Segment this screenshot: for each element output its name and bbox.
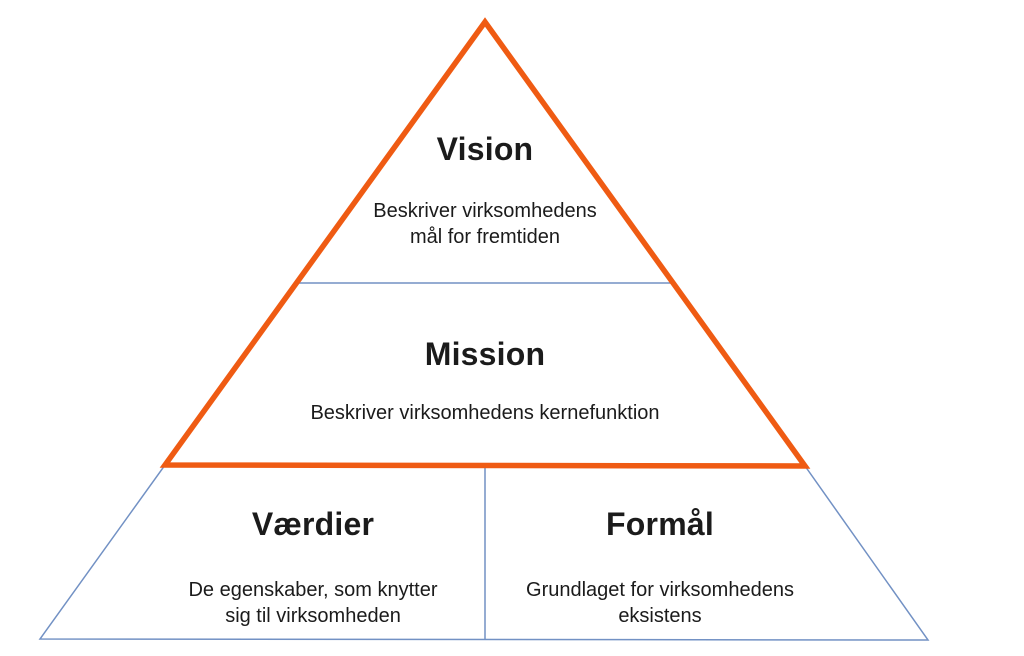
mission-description: Beskriver virksomhedens kernefunktion	[310, 402, 660, 424]
vaerdier-title: Værdier	[251, 506, 375, 542]
mission-title: Mission	[424, 336, 546, 372]
formaal-title: Formål	[606, 506, 714, 542]
formaal-section: Formål Grundlaget for virksomhedens eksi…	[510, 505, 810, 629]
pyramid-triangle-outline	[159, 17, 811, 469]
formaal-description: Grundlaget for virksomhedens eksistens	[526, 579, 794, 627]
vaerdier-section: Værdier De egenskaber, som knytter sig t…	[183, 505, 443, 629]
vision-description: Beskriver virksomhedens mål for fremtide…	[373, 200, 597, 248]
vision-title: Vision	[436, 131, 534, 167]
mission-section: Mission Beskriver virksomhedens kernefun…	[235, 335, 735, 426]
vaerdier-description: De egenskaber, som knytter sig til virks…	[188, 579, 438, 627]
vision-section: Vision Beskriver virksomhedens mål for f…	[355, 130, 615, 250]
